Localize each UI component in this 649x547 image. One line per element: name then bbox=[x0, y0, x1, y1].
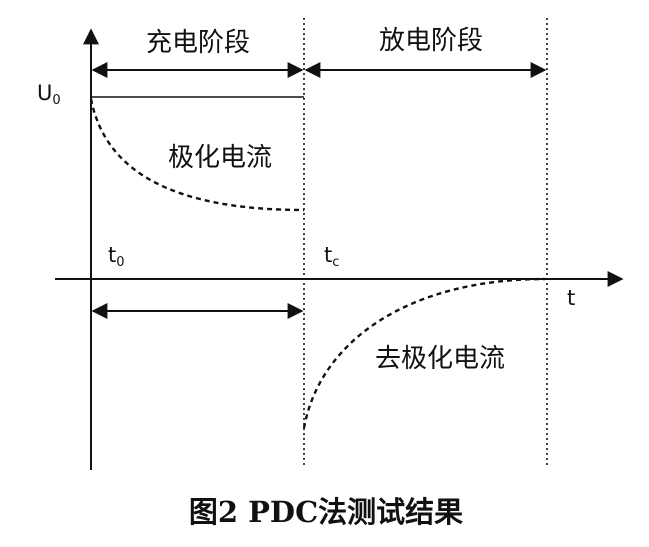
tc-subscript: c bbox=[332, 255, 339, 270]
t0-symbol: t bbox=[108, 243, 116, 267]
depolarization-current-curve bbox=[302, 277, 546, 429]
charge-phase-label: 充电阶段 bbox=[146, 28, 250, 58]
figure-caption: 图2 PDC法测试结果 bbox=[189, 495, 463, 529]
voltage-subscript: 0 bbox=[52, 93, 60, 108]
polarization-current-label: 极化电流 bbox=[168, 143, 272, 173]
t0-subscript: 0 bbox=[116, 255, 124, 270]
t0-label: t0 bbox=[108, 243, 125, 270]
time-axis-label: t bbox=[567, 286, 575, 310]
voltage-label: U0 bbox=[37, 81, 61, 108]
discharge-phase-label: 放电阶段 bbox=[379, 26, 483, 56]
voltage-symbol: U bbox=[37, 81, 52, 105]
depolarization-current-label: 去极化电流 bbox=[375, 344, 505, 374]
tc-label: tc bbox=[324, 243, 339, 270]
tc-symbol: t bbox=[324, 243, 332, 267]
